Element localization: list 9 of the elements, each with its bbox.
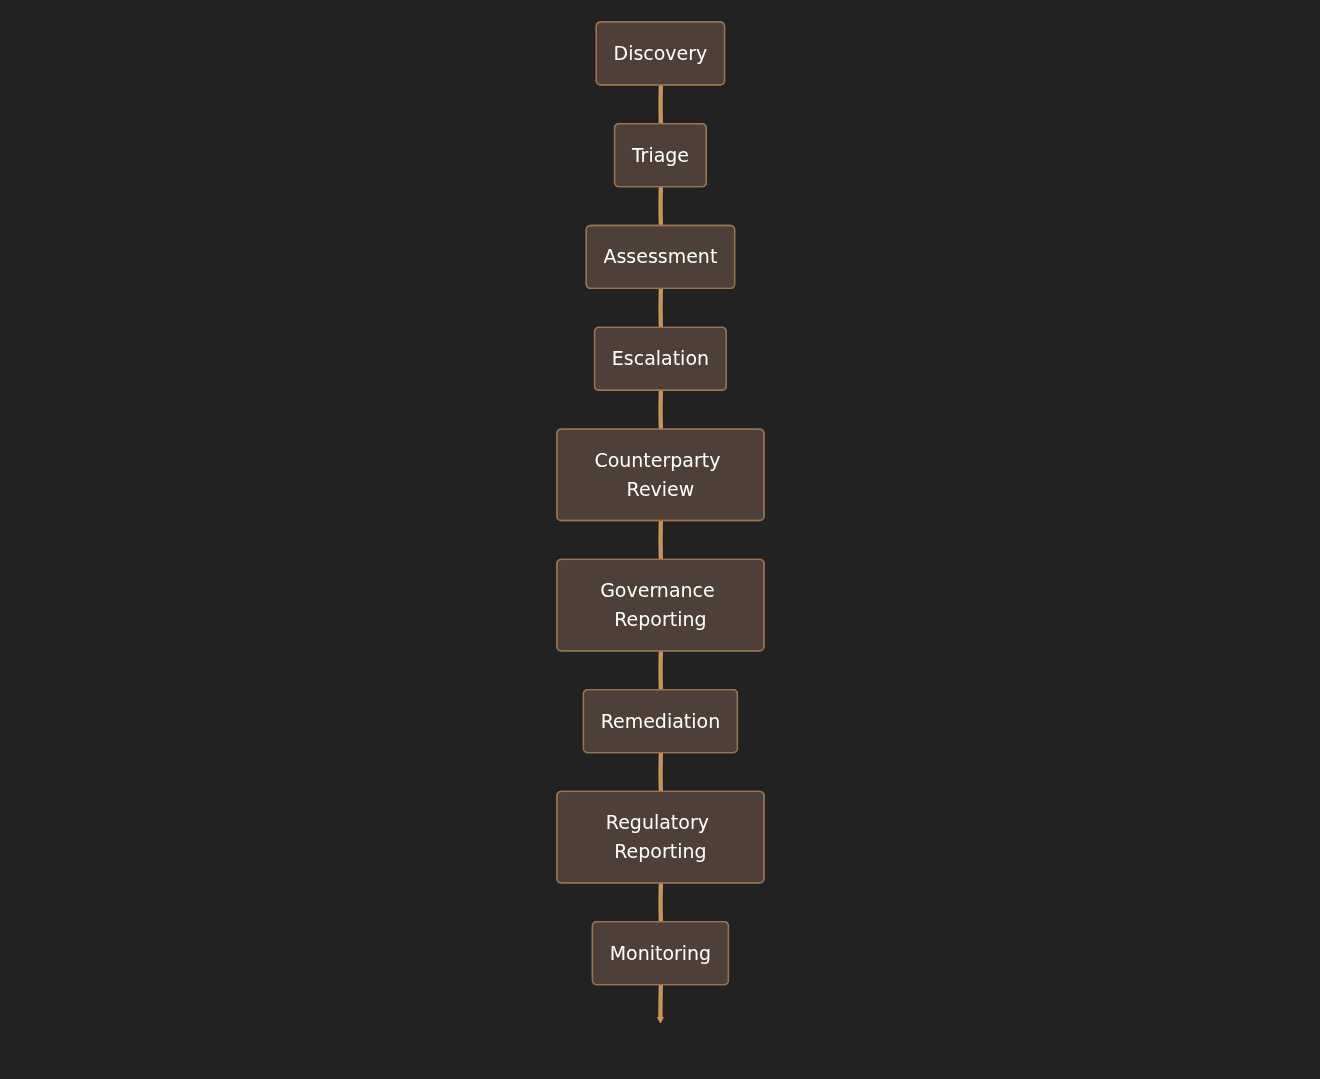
connector — [658, 186, 663, 226]
connector — [658, 390, 663, 430]
connector — [658, 882, 663, 922]
connector — [658, 520, 663, 560]
connector — [658, 650, 663, 690]
connector — [658, 752, 663, 792]
arrow — [656, 984, 664, 1024]
connector — [658, 84, 663, 124]
connector — [658, 288, 663, 328]
